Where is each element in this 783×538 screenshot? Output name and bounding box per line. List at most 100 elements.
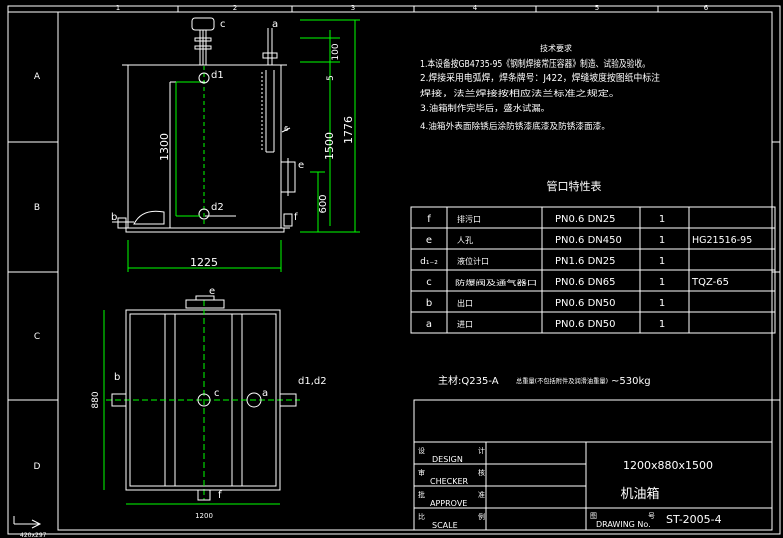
- nozzle-qty: 1: [659, 235, 665, 246]
- row-b: B: [34, 203, 40, 213]
- tb-mark-design: 设: [418, 446, 425, 455]
- tb-mark-check: 核: [478, 468, 485, 477]
- nozzle-name: 人孔: [457, 236, 473, 245]
- nozzle-qty: 1: [659, 319, 665, 330]
- tb-approve: APPROVE: [430, 499, 467, 508]
- nozzle-row: c 防爆阀及通气器口 PN0.6 DN65 1 TQZ-65: [426, 277, 729, 288]
- fv-label-d1: d1: [211, 70, 224, 81]
- nozzle-tag: e: [426, 235, 432, 246]
- tb-scale: SCALE: [432, 521, 458, 530]
- ucs-icon: [13, 516, 42, 529]
- fv-label-f: f: [294, 212, 298, 223]
- material-weight-value: ~530kg: [611, 376, 651, 387]
- pv-label-b: b: [114, 372, 120, 383]
- nozzle-spec: PN1.6 DN25: [555, 256, 616, 267]
- tech-req-line-1: 1.本设备按GB4735-95《钢制焊接常压容器》制造、试验及验收。: [420, 58, 650, 70]
- dim-5: 5: [326, 75, 336, 81]
- tb-mark-approve: 批: [418, 490, 425, 499]
- front-view-dims: [127, 19, 360, 272]
- tech-req-line-2: 2.焊接采用电弧焊，焊条牌号：J422，焊缝坡度按图纸中标注: [420, 72, 660, 84]
- dim-1225: 1225: [190, 256, 218, 269]
- nozzle-table-grid: [410, 206, 776, 334]
- pv-label-e: e: [209, 286, 215, 297]
- nozzle-row: f 排污口 PN0.6 DN25 1: [427, 214, 665, 225]
- tb-mark-total: 计: [478, 446, 485, 455]
- nozzle-spec: PN0.6 DN450: [555, 235, 622, 246]
- tb-checker: CHECKER: [430, 477, 469, 486]
- sheet-size: 420x297: [20, 532, 47, 538]
- tb-mark-checker: 审: [418, 468, 425, 477]
- nozzle-row: a 进口 PN0.6 DN50 1: [426, 319, 665, 330]
- tb-mark-scale: 比: [418, 512, 425, 521]
- row-d: D: [34, 462, 41, 472]
- nozzle-name: 进口: [457, 320, 473, 329]
- fv-label-e: e: [298, 160, 304, 171]
- fv-label-a: a: [272, 19, 278, 30]
- nozzle-row: b 出口 PN0.6 DN50 1: [426, 298, 665, 309]
- nozzle-qty: 1: [659, 256, 665, 267]
- tech-req-line-3: 焊接，法兰焊接按相应法兰标准之规定。: [420, 88, 620, 98]
- dim-600: 600: [318, 194, 329, 213]
- nozzle-std: TQZ-65: [691, 277, 729, 288]
- pv-label-f: f: [218, 490, 222, 501]
- tb-drawing-no: ST-2005-4: [666, 513, 722, 526]
- nozzle-row: e 人孔 PN0.6 DN450 1 HG21516-95: [426, 235, 752, 246]
- dim-1300: 1300: [158, 133, 171, 161]
- dim-1776: 1776: [342, 116, 355, 144]
- col-1: 1: [116, 4, 120, 12]
- tb-drawing-no-label: DRAWING No.: [596, 520, 651, 529]
- nozzle-row: d₁₋₂ 液位计口 PN1.6 DN25 1: [420, 256, 665, 267]
- nozzle-tag: f: [427, 214, 431, 225]
- col-6: 6: [704, 4, 709, 12]
- plan-view: [103, 295, 300, 505]
- nozzle-name: 出口: [457, 298, 473, 308]
- tb-mark-verify: 准: [478, 490, 485, 499]
- nozzle-tag: c: [426, 277, 432, 288]
- tb-mark-ratio: 例: [478, 512, 485, 521]
- tb-design: DESIGN: [432, 455, 463, 464]
- fv-label-c: c: [220, 19, 226, 30]
- dim-1500: 1500: [323, 132, 336, 160]
- nozzle-qty: 1: [659, 277, 665, 288]
- tb-size: 1200x880x1500: [623, 459, 713, 472]
- row-a: A: [34, 72, 41, 82]
- nozzle-name: 液位计口: [457, 256, 489, 266]
- dim-880: 880: [91, 391, 101, 408]
- nozzle-tag: d₁₋₂: [420, 257, 438, 267]
- nozzle-spec: PN0.6 DN50: [555, 319, 616, 330]
- nozzle-table-title: 管口特性表: [547, 179, 602, 193]
- nozzle-spec: PN0.6 DN25: [555, 214, 616, 225]
- nozzle-name: 排污口: [457, 214, 481, 224]
- col-4: 4: [473, 4, 478, 12]
- tb-mark-no: 号: [648, 512, 655, 520]
- material-main: 主材:Q235-A: [438, 374, 499, 387]
- nozzle-std: HG21516-95: [692, 235, 752, 246]
- col-3: 3: [351, 4, 355, 12]
- nozzle-qty: 1: [659, 298, 665, 309]
- title-block-grid: [413, 399, 773, 531]
- tb-name: 机油箱: [620, 486, 659, 502]
- nozzle-tag: a: [426, 319, 432, 330]
- tech-req-title: 技术要求: [540, 43, 572, 53]
- row-c: C: [34, 332, 40, 342]
- nozzle-name: 防爆阀及通气器口: [455, 278, 537, 287]
- material-weight-label: 总重量(不包括附件及润滑油重量): [516, 376, 608, 385]
- pv-label-a: a: [262, 388, 268, 399]
- dim-1200: 1200: [195, 512, 213, 520]
- col-5: 5: [595, 4, 599, 12]
- front-view: [112, 17, 296, 233]
- tech-req-line-5: 4.油箱外表面除锈后涂防锈漆底漆及防锈漆面漆。: [420, 121, 610, 132]
- dim-6: 6: [284, 125, 289, 133]
- nozzle-tag: b: [426, 298, 432, 309]
- fv-label-b: b: [111, 212, 117, 223]
- tech-req-line-4: 3.油箱制作完毕后，盛水试漏。: [420, 103, 550, 114]
- col-2: 2: [233, 4, 237, 12]
- tb-mark-drawing: 图: [590, 512, 597, 520]
- pv-label-d12: d1,d2: [298, 376, 327, 387]
- pv-label-c: c: [214, 388, 220, 399]
- dim-100: 100: [331, 43, 341, 60]
- nozzle-qty: 1: [659, 214, 665, 225]
- nozzle-spec: PN0.6 DN65: [555, 277, 616, 288]
- fv-label-d2: d2: [211, 202, 224, 213]
